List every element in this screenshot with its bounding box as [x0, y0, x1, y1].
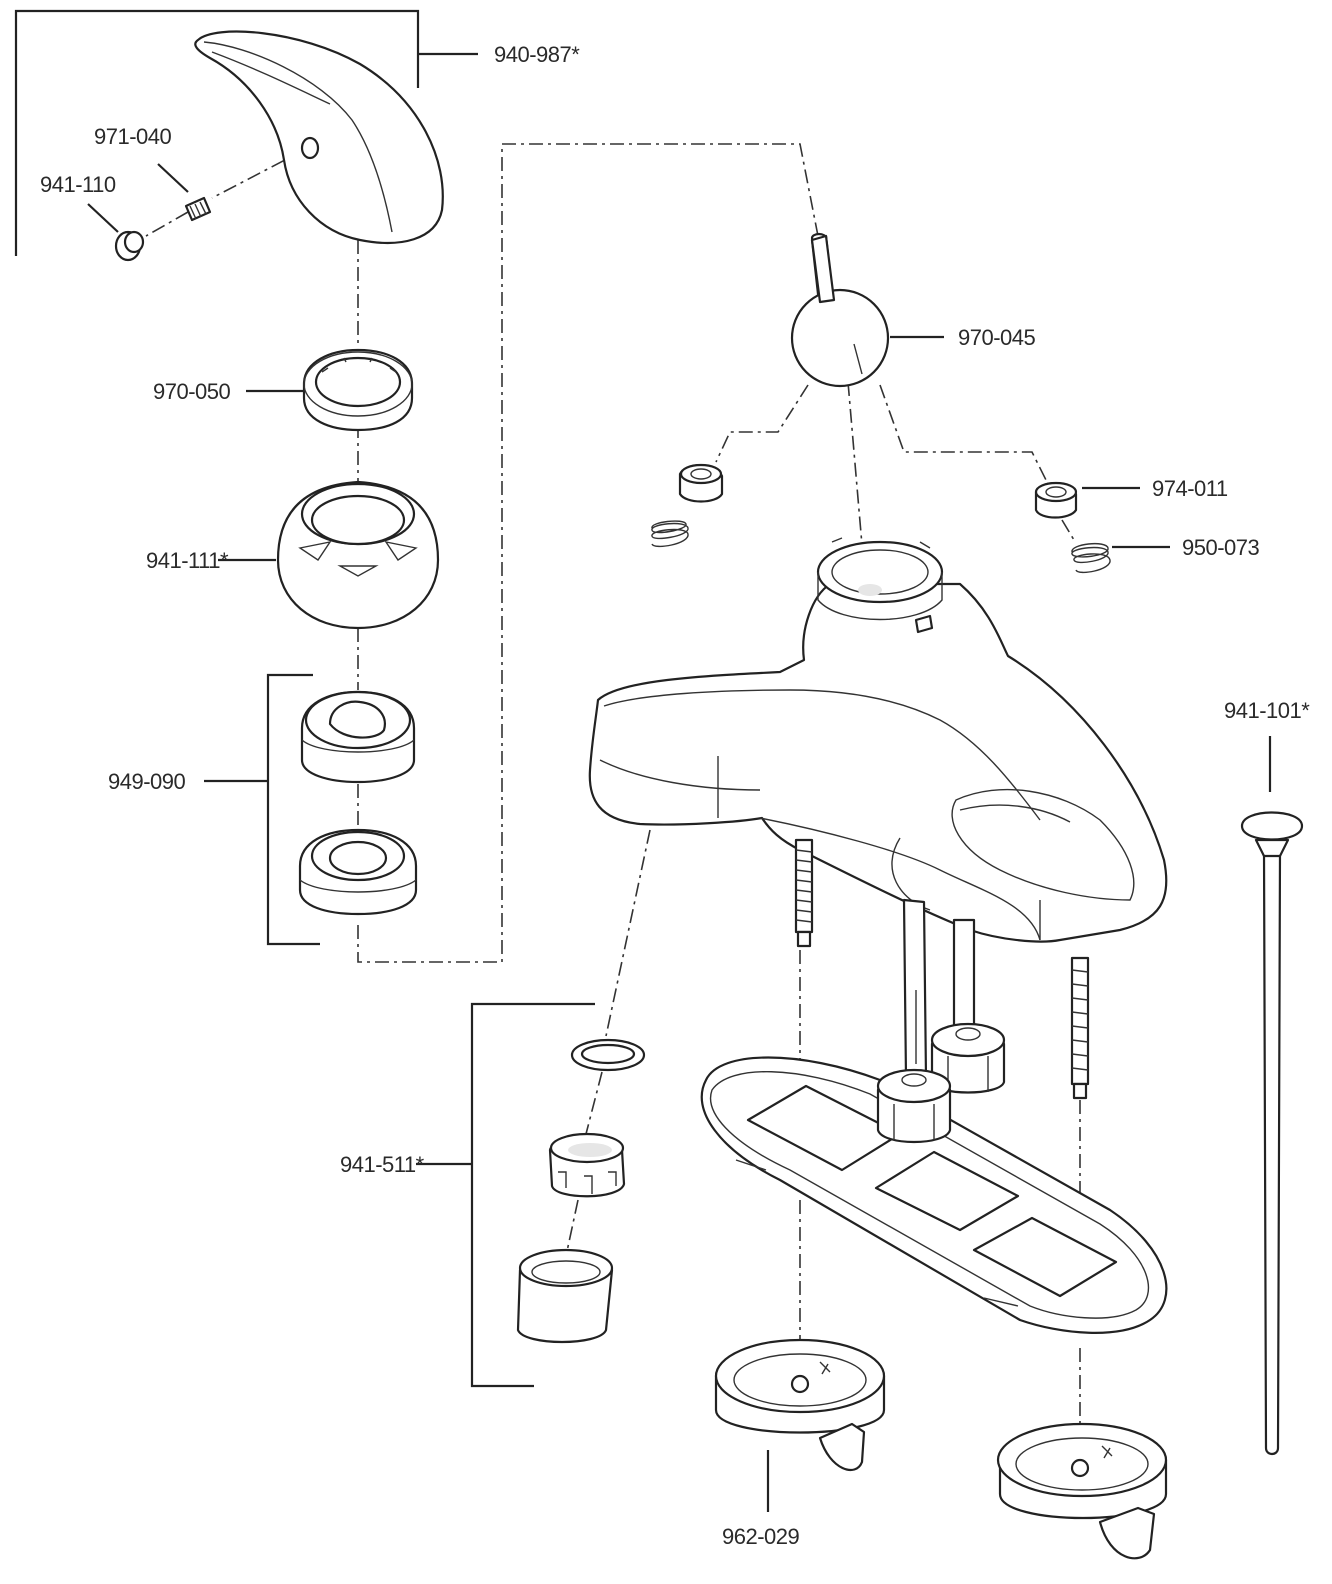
label-cam-assembly: 970-050 — [153, 379, 231, 404]
assembly-centerlines — [145, 143, 1081, 1456]
label-aerator: 941-511* — [340, 1152, 425, 1177]
part-labels: 940-987* 971-040 941-110 970-050 941-111… — [40, 42, 1311, 1549]
handle-base-left — [714, 1338, 886, 1472]
label-spring: 950-073 — [1182, 535, 1260, 560]
label-cap: 941-111* — [146, 548, 229, 573]
bonnet-nut-upper — [300, 690, 416, 784]
label-bonnet-nut: 949-090 — [108, 769, 186, 794]
faucet-handle — [194, 30, 444, 244]
label-set-screw: 971-040 — [94, 124, 172, 149]
faucet-body — [588, 537, 1168, 943]
bonnet-nut-lower — [298, 828, 418, 916]
leader-lines — [87, 52, 1272, 1512]
supply-nut-left — [876, 1068, 952, 1144]
set-screw — [184, 196, 212, 222]
aerator-insert — [548, 1132, 626, 1198]
mounting-stud-right — [1070, 956, 1090, 1100]
label-handle: 940-987* — [494, 42, 580, 67]
label-ball-assembly: 970-045 — [958, 325, 1036, 350]
label-lift-rod: 941-101* — [1224, 698, 1310, 723]
cam-assembly — [302, 348, 414, 432]
ball-assembly — [790, 232, 890, 388]
seat-right — [1034, 481, 1078, 519]
aerator-washer — [570, 1038, 646, 1072]
plug-button — [114, 230, 145, 262]
aerator-housing — [516, 1248, 614, 1344]
spring-right — [1071, 542, 1111, 574]
faucet-cap — [276, 480, 440, 630]
lift-rod — [1240, 811, 1304, 1456]
label-seat: 974-011 — [1152, 476, 1228, 501]
label-handle-base: 962-029 — [722, 1524, 800, 1549]
seat-spring-left — [651, 463, 724, 548]
deck-plate — [700, 1056, 1168, 1334]
bracket-lines — [14, 9, 595, 1388]
handle-base-right — [996, 1422, 1168, 1560]
supply-lines — [902, 898, 976, 1080]
mounting-stud-left — [794, 838, 814, 948]
label-plug-button: 941-110 — [40, 172, 116, 197]
